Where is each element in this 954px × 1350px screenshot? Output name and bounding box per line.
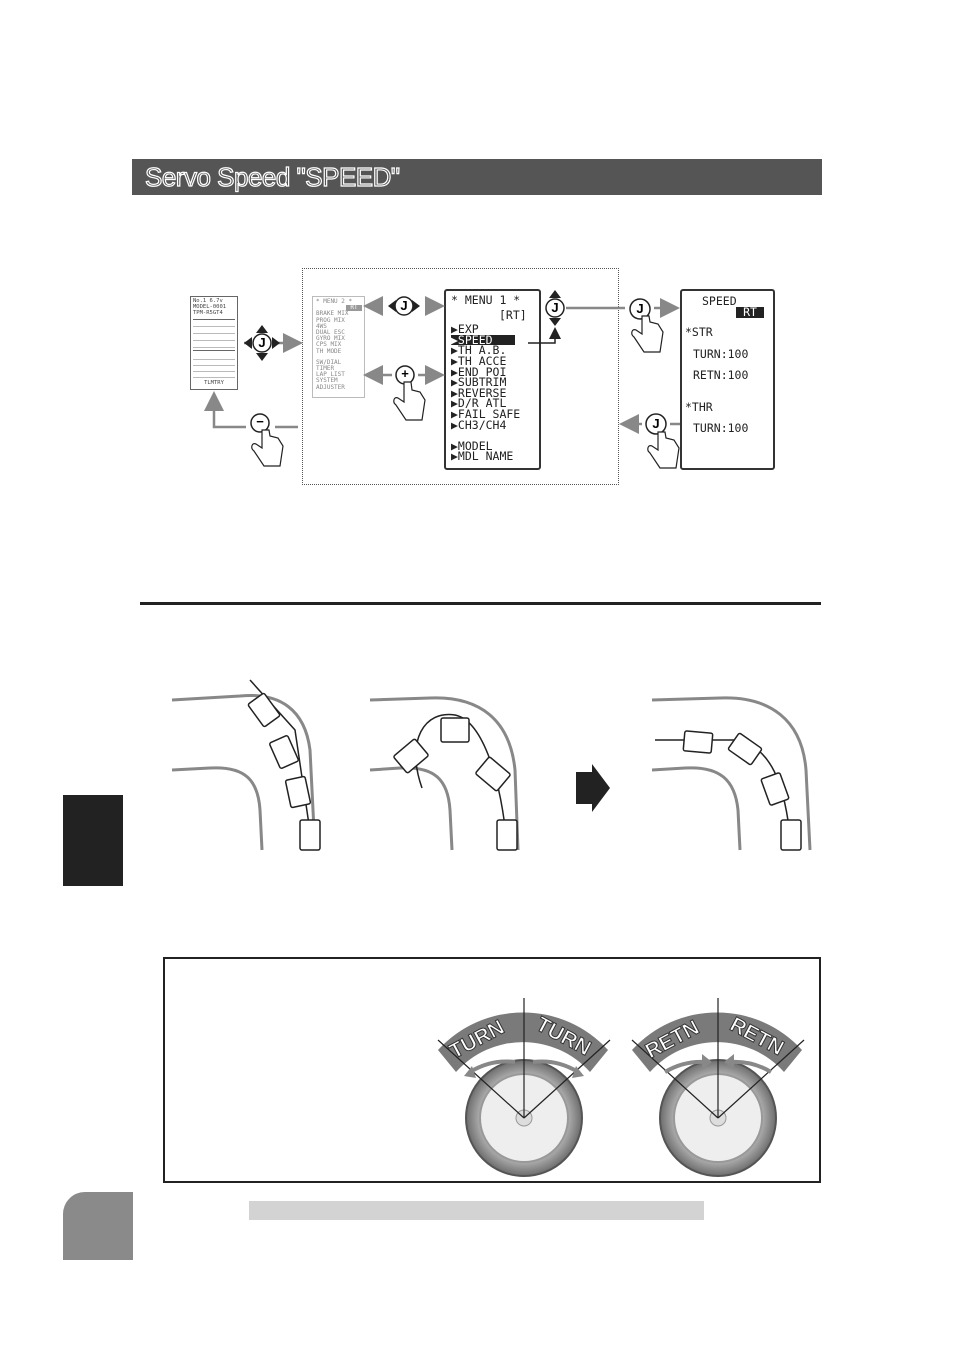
return-arrow — [204, 391, 246, 429]
home-line-3: TPM-R5GT4 — [193, 310, 223, 316]
menu2-item: BRAKE MIX — [316, 310, 349, 318]
title-bar — [132, 159, 822, 195]
menu2-item: SW/DIAL — [316, 358, 342, 366]
retn-wheel — [631, 998, 805, 1177]
menu1-badge: [RT] — [499, 307, 527, 322]
menu1-item-mdl-name[interactable]: ▶MDL NAME — [451, 449, 514, 464]
menu2-badge: RT — [346, 304, 362, 312]
pressing-hand-icon — [631, 315, 664, 353]
jog-up-down-icon[interactable] — [545, 290, 565, 326]
menu2-item: DUAL ESC — [316, 329, 345, 337]
str-label: *STR — [685, 325, 713, 339]
menu1-item-speed[interactable]: ▶SPEED — [451, 334, 515, 346]
home-screen: No.1 6.7v MODEL-0001 TPM-R5GT4 TLMTRY — [190, 296, 238, 390]
wheel-diagrams — [437, 998, 805, 1177]
jog-left-right-icon[interactable] — [388, 296, 420, 316]
turn-wheel — [437, 998, 611, 1177]
jog-label: J — [551, 300, 559, 315]
arrow-right-icon — [576, 764, 610, 812]
track-outline — [171, 693, 812, 851]
plus-label: + — [401, 366, 409, 381]
menu1-title: * MENU 1 * — [451, 293, 521, 307]
pressing-hand-icon — [251, 429, 284, 467]
menu2-item: TH MODE — [316, 347, 342, 355]
footer-bar — [249, 1201, 704, 1220]
menu2-item: ADJUSTER — [316, 383, 345, 391]
thr-turn-value[interactable]: TURN:100 — [693, 421, 749, 435]
jog-label: J — [636, 301, 644, 316]
page-number-tab — [63, 1192, 133, 1260]
menu1-item-end-point[interactable]: ▶END POI — [451, 364, 507, 379]
menu1-item-dr-atl[interactable]: ▶D/R ATL — [451, 396, 507, 411]
menu2-item: LAP LIST — [316, 371, 345, 379]
str-turn-value[interactable]: TURN:100 — [693, 347, 749, 361]
jog-press-icon[interactable] — [629, 298, 651, 320]
car-icon — [247, 692, 802, 851]
menu1-item-th-acce[interactable]: ▶TH ACCE — [451, 353, 507, 368]
menu1-item-ch3-ch4[interactable]: ▶CH3/CH4 — [451, 417, 507, 432]
speed-screen: SPEED RT *STR TURN:100 RETN:100 *THR TUR… — [680, 289, 775, 470]
menu2-screen: * MENU 2 * RT BRAKE MIX PROG MIX 4WS DUA… — [312, 296, 365, 398]
menu1-item-subtrim[interactable]: ▶SUBTRIM — [451, 375, 507, 390]
jog-press-icon[interactable] — [645, 413, 667, 435]
cornering-illustration — [171, 679, 812, 851]
menu2-item: PROG MIX — [316, 316, 345, 324]
jog-label: J — [400, 298, 408, 313]
menu2-item: GYRO MIX — [316, 335, 345, 343]
menu1-screen: * MENU 1 * [RT] ▶EXP ▶SPEED ▶TH A.B. ▶TH… — [444, 289, 541, 470]
home-trim-bars — [193, 319, 235, 351]
home-lap-bars — [193, 354, 235, 380]
speed-title: SPEED — [702, 294, 737, 308]
jog-label: J — [652, 416, 660, 431]
pressing-hand-icon — [647, 431, 680, 469]
menu2-title: * MENU 2 * — [316, 298, 353, 305]
menu-frame — [302, 268, 619, 485]
menu2-item: TIMER — [316, 365, 335, 373]
menu2-item: CPS MIX — [316, 341, 342, 349]
selection-pointer — [528, 327, 561, 344]
menu1-item-th-ab[interactable]: ▶TH A.B. — [451, 343, 507, 358]
home-line-1: No.1 6.7v — [193, 298, 223, 304]
pressing-hand-icon — [393, 381, 426, 421]
home-telemetry-label: TLMTRY — [204, 380, 224, 386]
flow-diagram — [204, 290, 680, 469]
page-title: Servo Speed "SPEED" — [144, 161, 400, 192]
jog-4way-icon[interactable] — [244, 325, 280, 361]
side-tab — [63, 795, 123, 886]
menu2-item: 4WS — [316, 322, 327, 330]
menu1-item-model[interactable]: ▶MODEL — [451, 438, 493, 453]
minus-button-icon[interactable] — [250, 413, 270, 433]
thr-label: *THR — [685, 400, 713, 414]
minus-label: − — [256, 414, 264, 429]
jog-label: J — [258, 335, 266, 350]
menu1-item-exp[interactable]: ▶EXP — [451, 322, 479, 337]
section-divider — [140, 602, 821, 605]
menu1-item-fail-safe[interactable]: ▶FAIL SAFE — [451, 406, 521, 421]
menu1-item-reverse[interactable]: ▶REVERSE — [451, 385, 507, 400]
speed-badge: RT — [736, 306, 764, 318]
menu2-item: SYSTEM — [316, 377, 338, 385]
car-path — [249, 679, 792, 846]
wheel-diagram-box — [163, 957, 821, 1183]
str-retn-value[interactable]: RETN:100 — [693, 368, 749, 382]
home-line-2: MODEL-0001 — [193, 304, 227, 310]
